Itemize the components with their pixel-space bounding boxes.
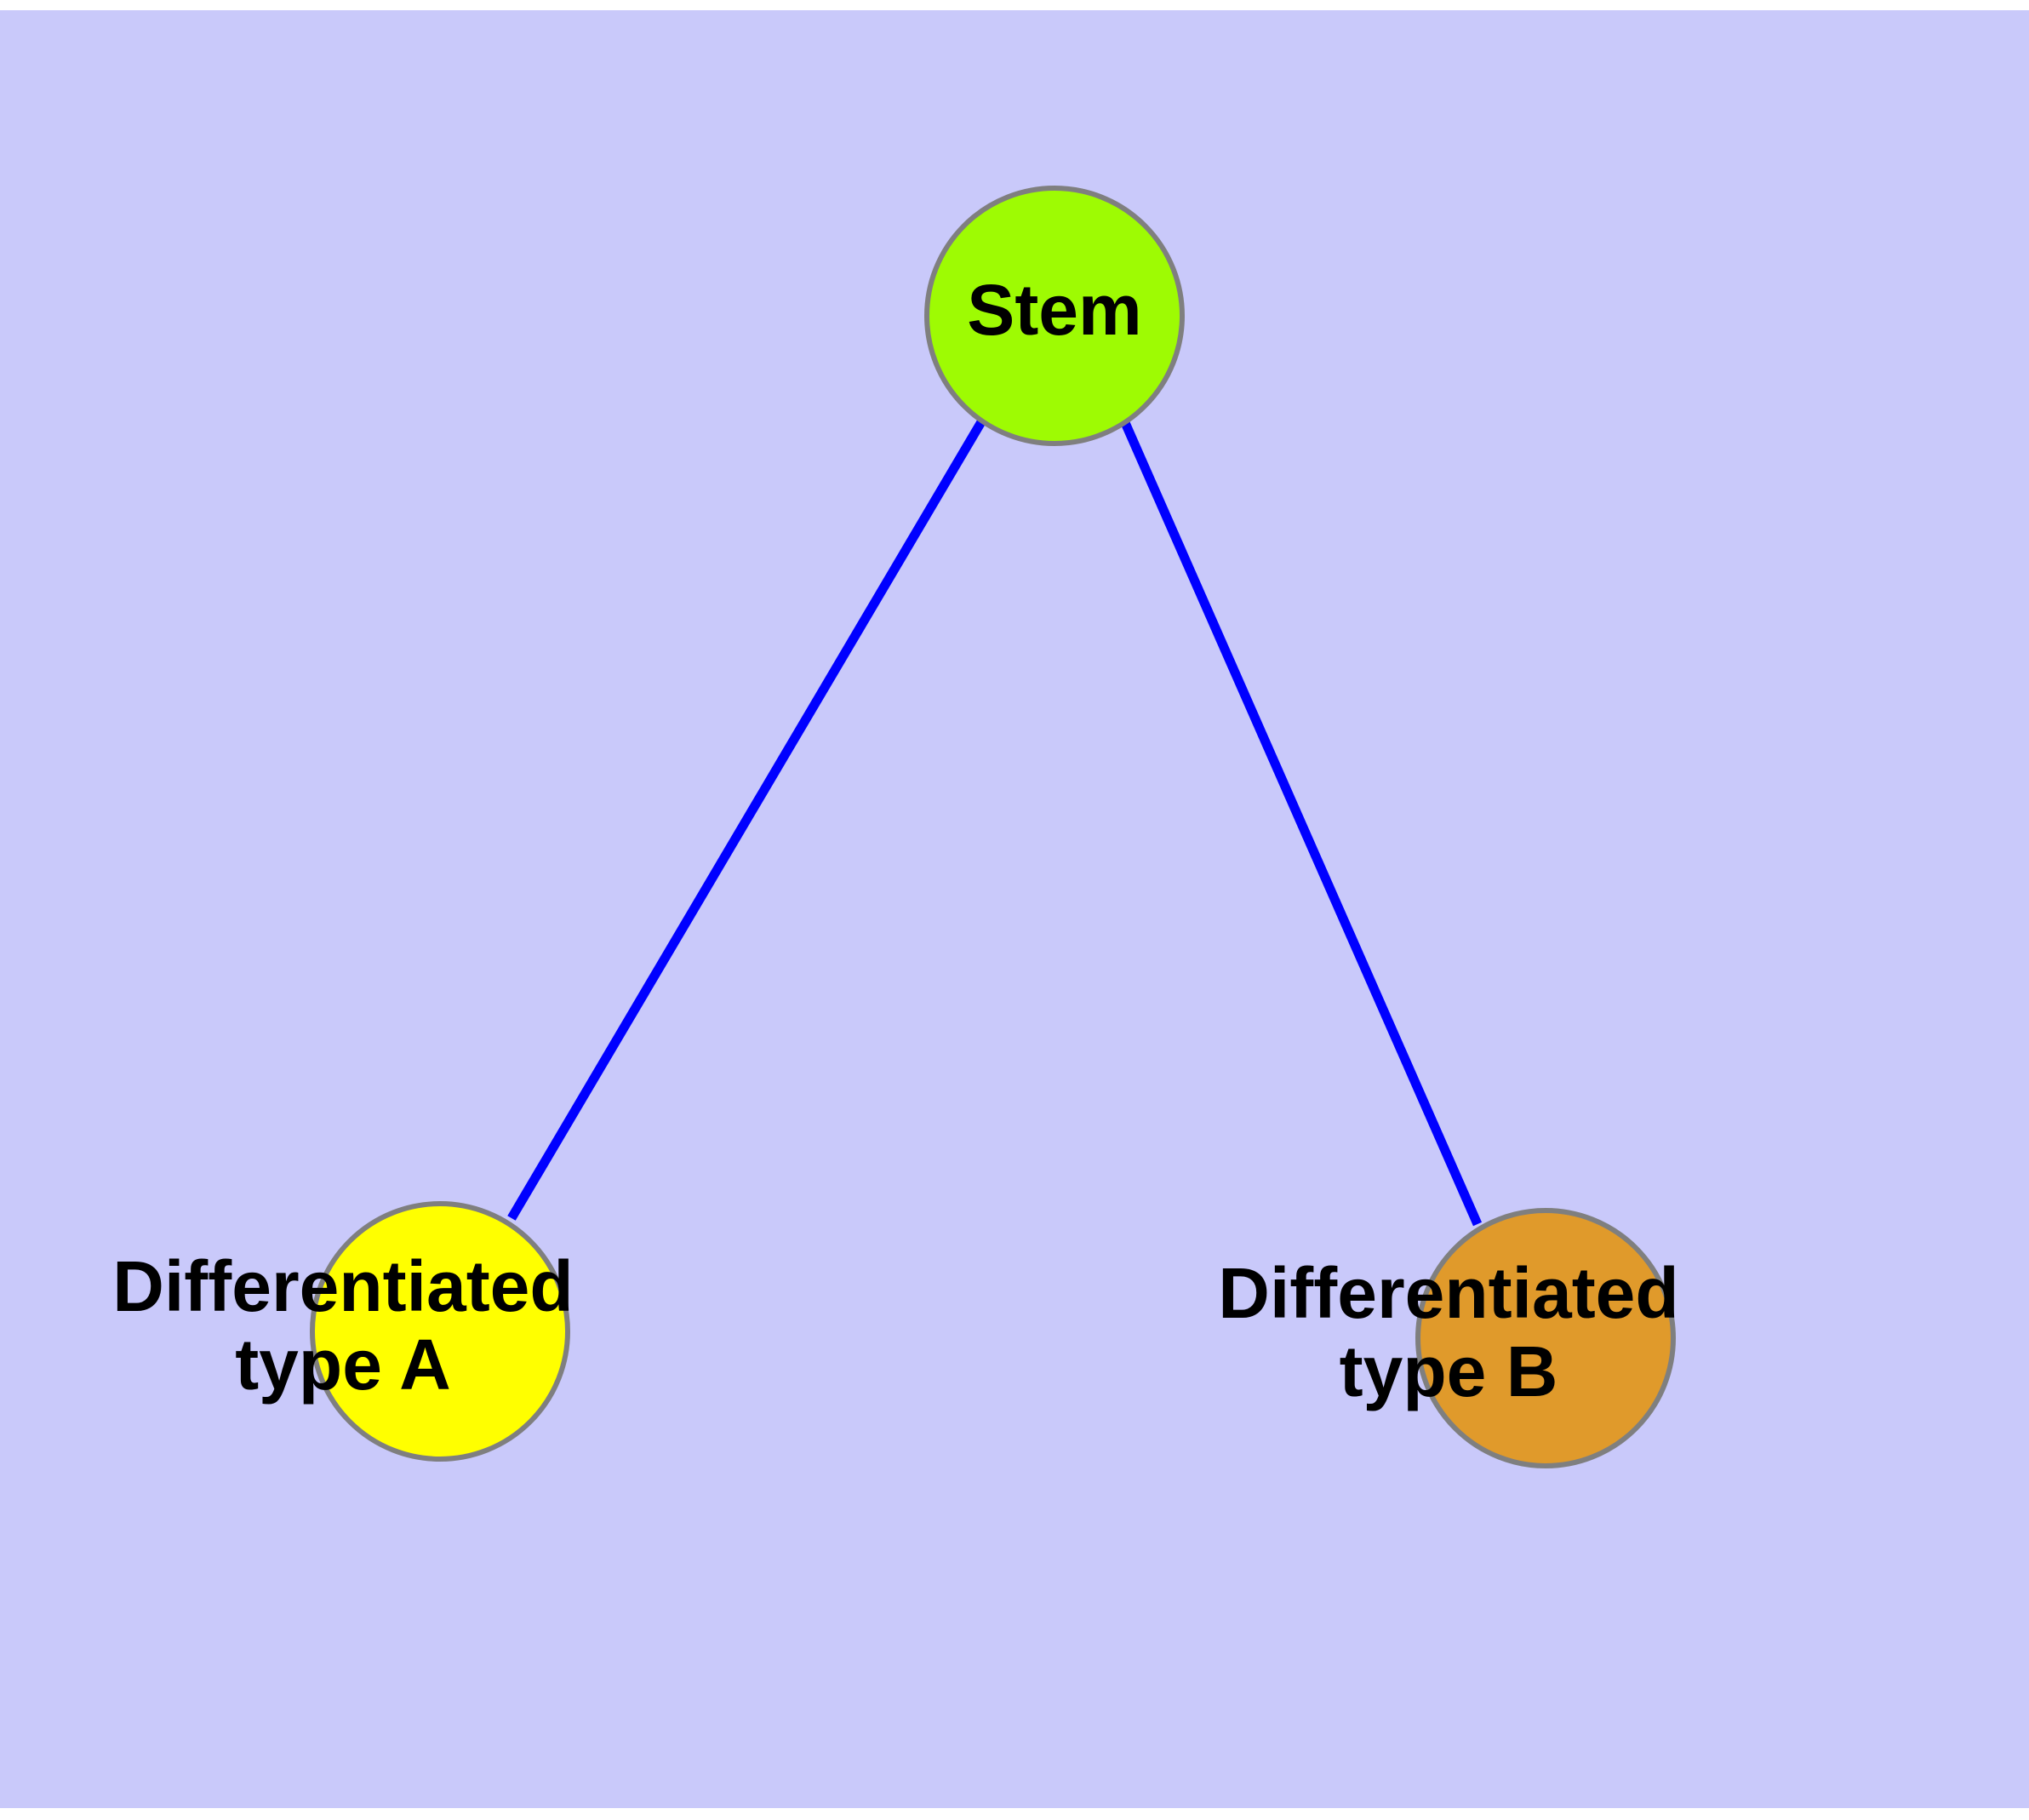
node-label-line: type A bbox=[235, 1325, 451, 1405]
node-label-line: Differentiated bbox=[1218, 1253, 1678, 1333]
edge-stem-to-type-a[interactable] bbox=[507, 418, 986, 1221]
node-label-line: Differentiated bbox=[112, 1246, 573, 1326]
node-stem[interactable] bbox=[924, 186, 1185, 446]
node-label-line: Stem bbox=[967, 270, 1141, 350]
node-label-line: type B bbox=[1340, 1331, 1558, 1411]
edges-layer bbox=[507, 416, 1483, 1227]
node-label-stem: Stem bbox=[967, 270, 1141, 350]
nodes-layer bbox=[310, 186, 1676, 1468]
edge-stem-to-type-b[interactable] bbox=[1118, 416, 1483, 1227]
node-diff-type-b[interactable] bbox=[1415, 1208, 1676, 1468]
node-diff-type-a[interactable] bbox=[310, 1201, 570, 1462]
